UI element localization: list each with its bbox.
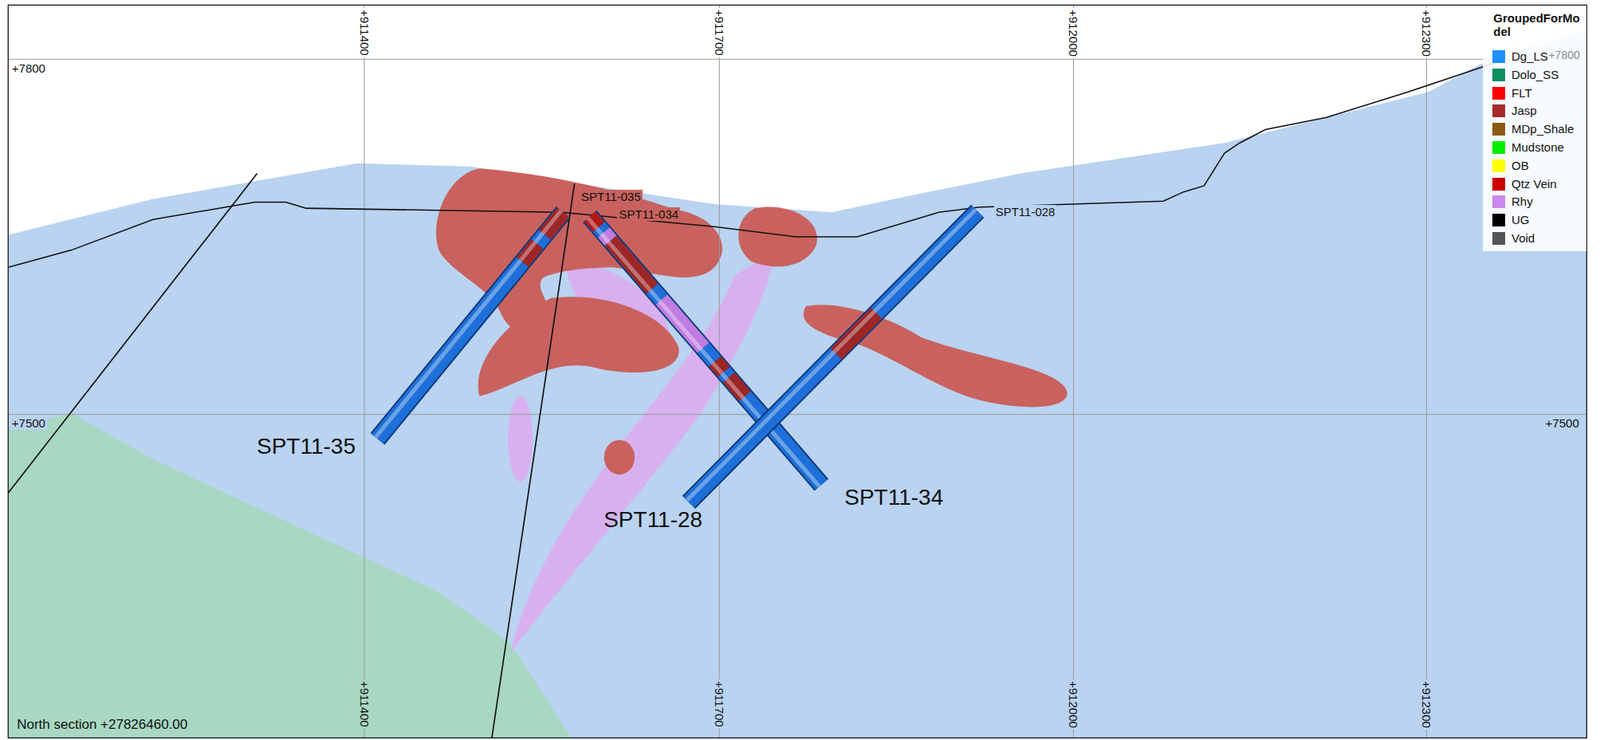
map-label: +7500 <box>1544 416 1581 430</box>
drillhole-outline <box>589 216 822 485</box>
jasperoid-body <box>803 304 1068 407</box>
drillhole-core <box>688 211 978 503</box>
grid-coordinate: +912300 <box>1419 7 1434 59</box>
limestone-ground <box>7 30 1587 738</box>
frame <box>7 4 1587 738</box>
legend-panel: Dg_LS Dolo_SS FLT JaspMDp_ShaleMudstoneOB Qt… <box>1482 5 1587 252</box>
drillhole-core <box>377 212 564 439</box>
grid-coordinate: +911400 <box>357 7 371 58</box>
legend-text: Jasp <box>1511 103 1538 118</box>
grid-line <box>363 4 365 738</box>
map-label: North section +27826460.00 <box>15 716 189 733</box>
legend-text: FLT <box>1511 86 1533 101</box>
grid-coordinate: +912000 <box>1066 7 1081 59</box>
legend-swatch <box>1492 213 1506 227</box>
drillhole-outline <box>688 211 978 503</box>
grid-line <box>7 413 1587 415</box>
grid-coordinate: +911700 <box>712 679 727 729</box>
drillhole-interval <box>610 240 653 290</box>
drillhole-interval <box>544 212 563 235</box>
grid-coordinate: +912300 <box>1419 679 1434 730</box>
drillhole-outline <box>377 212 564 439</box>
drillhole-label: SPT11-35 <box>255 433 358 460</box>
legend-swatch <box>1492 122 1506 136</box>
map-label: +7800 <box>1546 48 1581 62</box>
dolostone-unit <box>7 412 572 738</box>
drillhole-interval <box>661 299 704 349</box>
legend-text: Void <box>1511 231 1535 246</box>
map-label: +7500 <box>10 416 48 430</box>
legend-swatch <box>1492 50 1506 63</box>
legend-text: OB <box>1511 158 1530 173</box>
grid-line <box>7 58 1587 60</box>
jasperoid-body <box>478 296 680 396</box>
grid-line <box>1426 4 1428 738</box>
legend-swatch <box>1492 141 1506 154</box>
grid-coordinate: +911400 <box>357 679 371 729</box>
legend-swatch <box>1492 177 1506 191</box>
legend-text: Qtz Vein <box>1511 176 1557 192</box>
map-label: SPT11-028 <box>994 204 1058 219</box>
legend-swatch <box>1492 68 1506 82</box>
map-label: +7800 <box>10 61 48 75</box>
drillhole-highlight <box>375 210 562 437</box>
drillholes <box>375 209 978 503</box>
legend-text: Mudstone <box>1511 140 1565 155</box>
map-label: SPT11-034 <box>617 207 681 221</box>
legend-swatch <box>1492 86 1506 100</box>
legend-swatch <box>1492 104 1506 118</box>
fault-line <box>491 183 575 738</box>
drillhole-core <box>589 216 822 485</box>
grid <box>7 4 1587 738</box>
drillhole-label: SPT11-28 <box>601 507 704 533</box>
legend-swatch <box>1492 231 1506 245</box>
fault-line <box>7 173 257 494</box>
grid-line <box>1073 4 1074 738</box>
drillhole-highlight <box>587 217 820 487</box>
drillhole-interval <box>836 313 877 354</box>
legend-swatch <box>1492 195 1506 209</box>
topography-line <box>7 58 1506 268</box>
map-label: SPT11-035 <box>579 189 643 204</box>
legend-text: MDp_Shale <box>1511 121 1574 137</box>
drillhole-highlight <box>687 209 976 501</box>
map-label: GroupedForModel <box>1491 11 1585 40</box>
grid-coordinate: +912000 <box>1066 679 1081 730</box>
jasperoid-body <box>604 440 635 476</box>
grid-coordinate: +911700 <box>712 7 727 58</box>
legend-text: Rhy <box>1511 194 1534 209</box>
legend-text: Dg_LS <box>1511 49 1549 64</box>
legend-swatch <box>1492 159 1506 173</box>
drillhole-label: SPT11-34 <box>842 484 945 511</box>
legend-text: UG <box>1511 212 1530 228</box>
rhyolite-pod <box>507 396 533 483</box>
legend-text: Dolo_SS <box>1511 67 1559 83</box>
